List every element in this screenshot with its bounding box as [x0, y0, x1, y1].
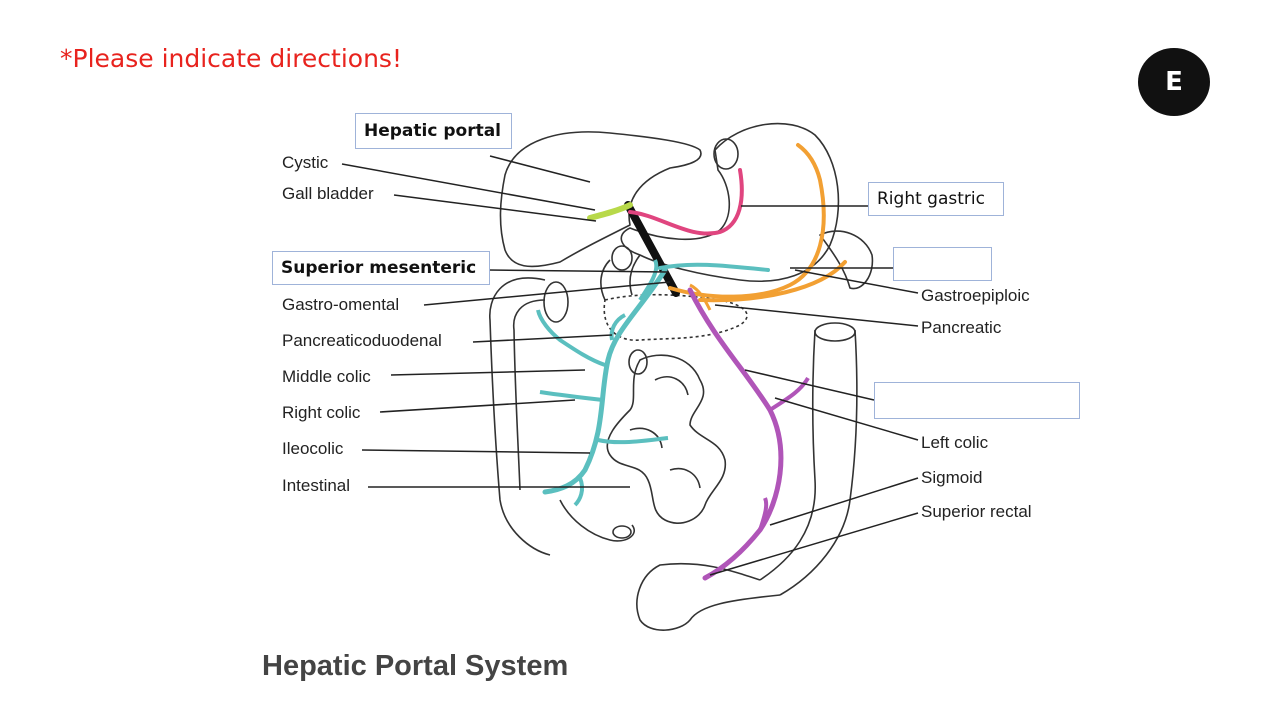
- sigmoid-branch: [758, 497, 769, 531]
- hepatic-portal-box: Hepatic portal: [355, 113, 512, 149]
- middle-colic-branch: [536, 309, 606, 367]
- left-colic-branch: [768, 376, 810, 412]
- pancreas: [603, 293, 748, 341]
- gastro-omental-branch: [658, 262, 770, 272]
- leader-blank-lower: [744, 369, 875, 401]
- blank-answer-box-lower[interactable]: [874, 382, 1080, 419]
- ileum-end: [612, 525, 632, 539]
- label-pancreaticoduodenal: Pancreaticoduodenal: [282, 331, 442, 350]
- duodenum: [600, 254, 641, 301]
- leader-gastroepiploic: [794, 269, 919, 294]
- label-superior-rectal: Superior rectal: [921, 502, 1032, 521]
- label-right-colic: Right colic: [282, 403, 361, 422]
- superior-mesenteric-box: Superior mesenteric: [272, 251, 490, 285]
- cystic-vein: [587, 202, 633, 221]
- logo-text: E: [1165, 67, 1183, 97]
- superior-mesenteric-vein: [542, 267, 668, 495]
- gastric-vein: [628, 168, 744, 236]
- label-pancreatic: Pancreatic: [921, 318, 1002, 337]
- descending-colon-cut: [814, 322, 856, 342]
- spleen: [819, 230, 874, 290]
- leader-middle-colic: [390, 369, 586, 376]
- right-gastric-box: Right gastric: [868, 182, 1004, 216]
- gastroepiploic-vein: [698, 260, 847, 303]
- ascending-colon: [489, 277, 551, 556]
- label-gastro-omental: Gastro-omental: [282, 295, 400, 314]
- leader-cystic: [341, 163, 596, 211]
- transverse-colon-cut: [543, 281, 569, 323]
- label-middle-colic: Middle colic: [282, 367, 371, 386]
- leader-superior-rectal: [709, 512, 919, 576]
- leader-superior-mesenteric: [487, 269, 669, 273]
- leader-right-colic: [379, 399, 576, 413]
- diagram-caption: Hepatic Portal System: [262, 650, 569, 682]
- liver: [499, 131, 702, 268]
- rectum: [636, 562, 781, 631]
- pancreatic-branch: [689, 283, 712, 311]
- label-gastroepiploic: Gastroepiploic: [921, 286, 1030, 305]
- leader-pancreatic: [714, 304, 919, 327]
- leader-left-colic: [774, 397, 919, 441]
- pancreaticoduodenal-branch: [609, 313, 626, 341]
- leader-gall-bladder: [393, 194, 597, 222]
- small-intestine: [606, 354, 727, 524]
- small-intestine-folds: [629, 376, 701, 489]
- ileum-loop: [559, 499, 635, 542]
- ileocolic-branch: [597, 436, 669, 445]
- leader-ileocolic: [361, 449, 591, 454]
- hepatic-portal-vein: [624, 201, 680, 297]
- label-ileocolic: Ileocolic: [282, 439, 344, 458]
- leader-gastro-omental: [423, 281, 671, 306]
- channel-logo: E: [1138, 48, 1210, 116]
- label-left-colic: Left colic: [921, 433, 989, 452]
- leader-sigmoid: [769, 477, 919, 526]
- sm-upper-branch: [638, 259, 659, 302]
- label-intestinal: Intestinal: [282, 476, 351, 495]
- label-cystic: Cystic: [282, 153, 329, 172]
- duodenum-opening: [611, 245, 633, 271]
- ileum-opening: [628, 349, 648, 375]
- splenic-vein: [668, 143, 826, 299]
- instruction-note: *Please indicate directions!: [60, 44, 402, 73]
- label-sigmoid: Sigmoid: [921, 468, 983, 487]
- leader-pancreaticoduodenal: [472, 334, 613, 343]
- intestinal-branch: [573, 477, 585, 507]
- label-gall-bladder: Gall bladder: [282, 184, 374, 203]
- blank-answer-box-upper[interactable]: [893, 247, 992, 281]
- leader-hepatic-portal: [489, 155, 591, 183]
- inferior-mesenteric-vein: [687, 287, 784, 581]
- right-colic-branch: [539, 390, 604, 402]
- esophagus-opening: [713, 138, 739, 170]
